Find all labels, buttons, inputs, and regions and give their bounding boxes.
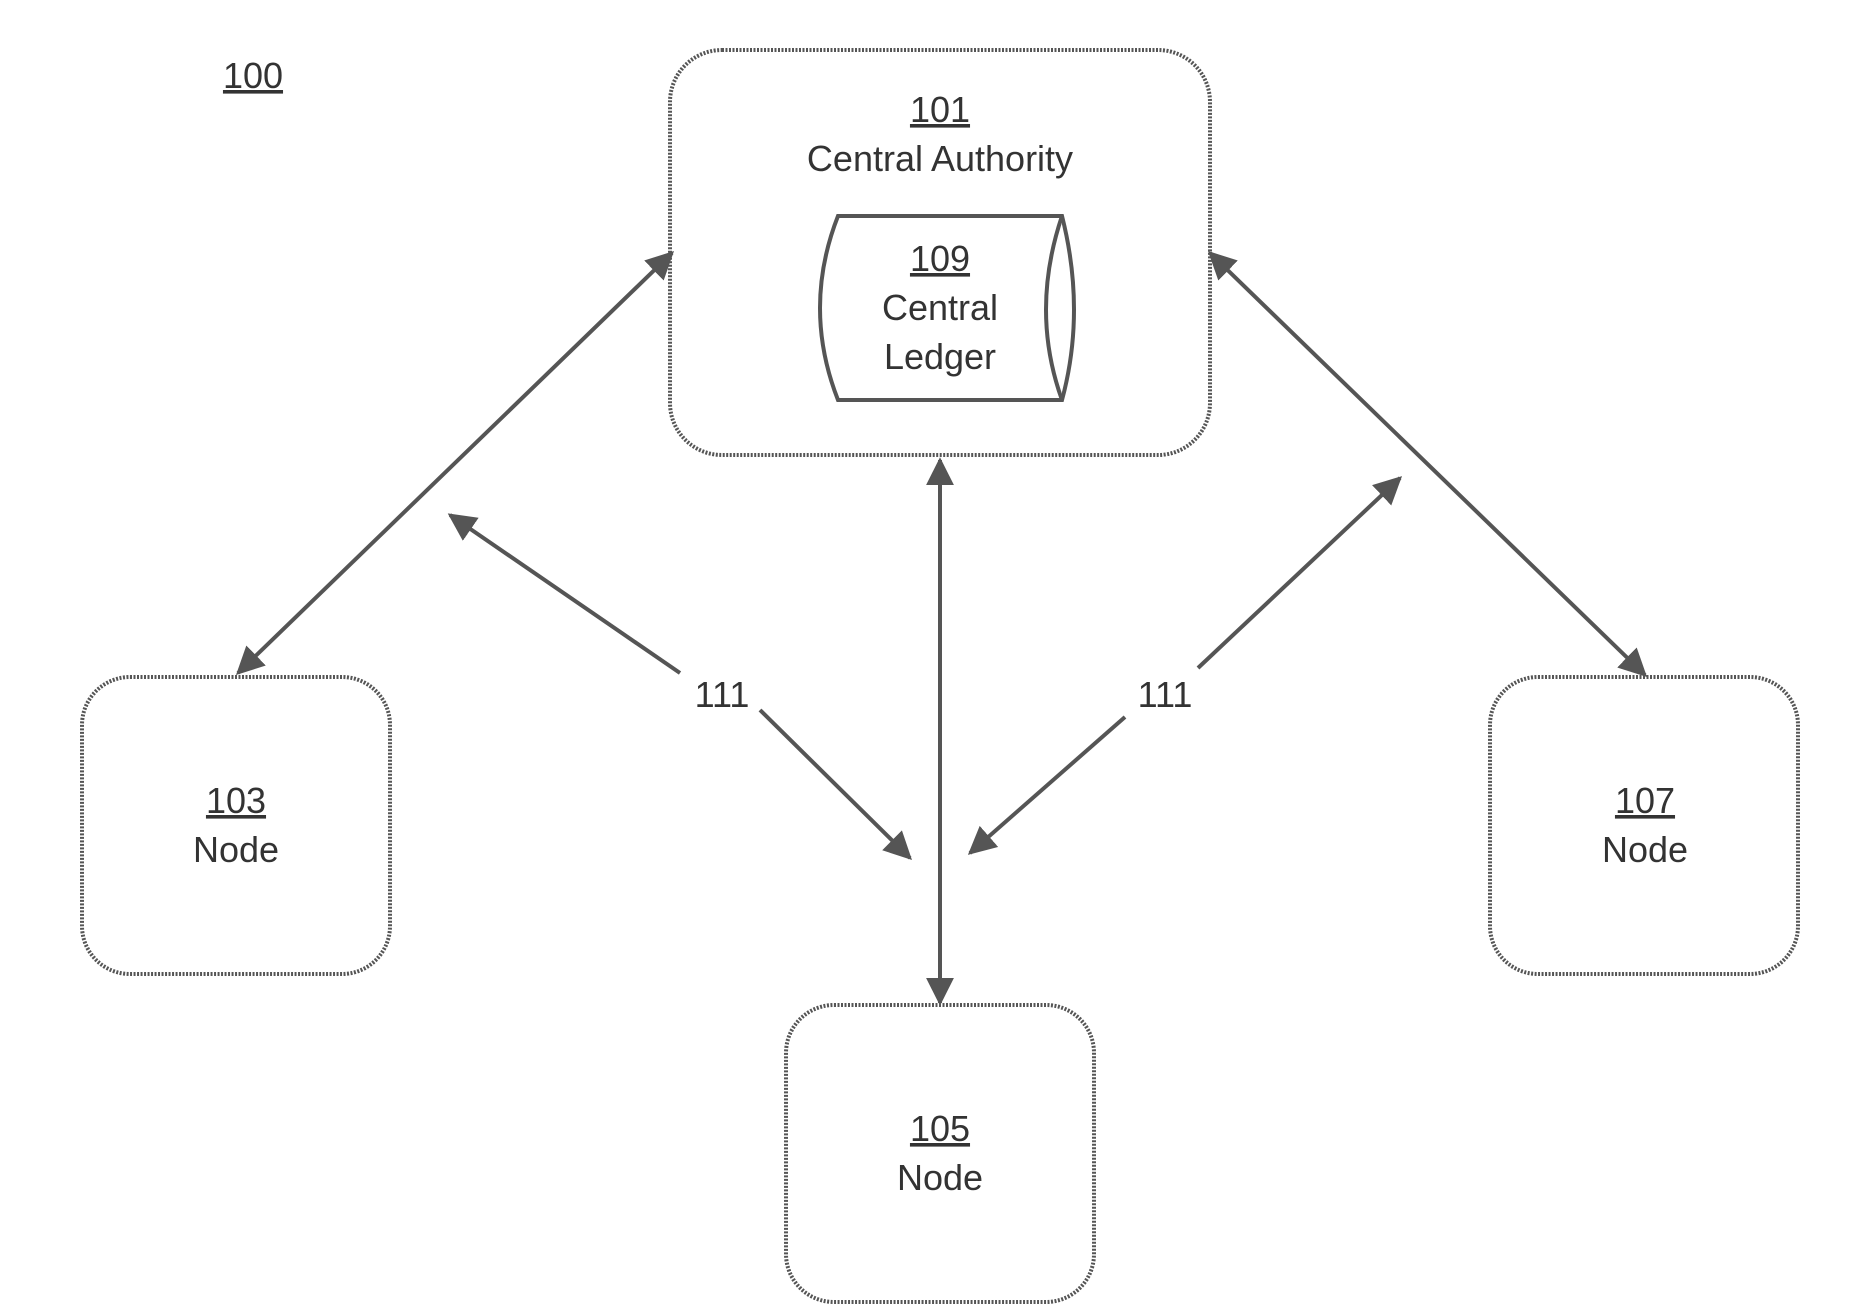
peer-link-left-label: 111 [695, 674, 750, 715]
node-103-ref: 103 [206, 780, 266, 821]
node-103-border [82, 677, 390, 974]
node-107-ref: 107 [1615, 780, 1675, 821]
peer-link-right-label: 111 [1138, 674, 1193, 715]
central-authority-box: 101 Central Authority 109 Central Ledger [670, 50, 1210, 455]
node-105-border [786, 1005, 1094, 1302]
peer-link-left-lower-arrow [760, 710, 910, 858]
node-103-box: 103 Node [82, 677, 390, 974]
central-ledger-label-line1: Central [882, 287, 998, 328]
figure-number: 100 [223, 55, 283, 96]
central-ledger-cylinder: 109 Central Ledger [820, 216, 1074, 400]
node-107-border [1490, 677, 1798, 974]
central-ledger-ref: 109 [910, 238, 970, 279]
node-103-label: Node [193, 829, 279, 870]
node-105-box: 105 Node [786, 1005, 1094, 1302]
link-authority-node-107 [1210, 253, 1645, 675]
peer-link-left-upper-arrow [450, 515, 680, 673]
node-107-label: Node [1602, 829, 1688, 870]
node-105-ref: 105 [910, 1108, 970, 1149]
link-authority-node-103 [238, 253, 672, 673]
central-ledger-label-line2: Ledger [884, 336, 996, 377]
central-authority-label: Central Authority [807, 138, 1073, 179]
node-105-label: Node [897, 1157, 983, 1198]
peer-link-right-upper-arrow [1198, 478, 1400, 668]
central-authority-ref: 101 [910, 89, 970, 130]
peer-link-right-lower-arrow [970, 717, 1125, 853]
node-107-box: 107 Node [1490, 677, 1798, 974]
